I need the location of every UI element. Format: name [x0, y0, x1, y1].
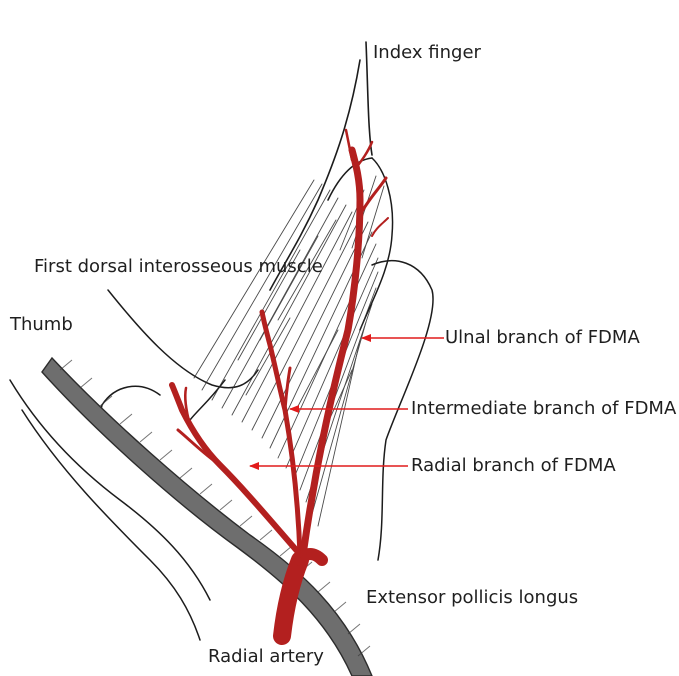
extensor-pollicis-longus-tendon	[42, 358, 372, 676]
muscle-outline	[108, 158, 433, 560]
label-first-dorsal-interosseous-muscle: First dorsal interosseous muscle	[34, 258, 323, 276]
label-radial-branch: Radial branch of FDMA	[411, 457, 616, 475]
label-thumb: Thumb	[10, 316, 73, 334]
label-intermediate-branch: Intermediate branch of FDMA	[411, 400, 676, 418]
label-index-finger: Index finger	[373, 44, 481, 62]
label-ulnal-branch: Ulnal branch of FDMA	[445, 329, 640, 347]
label-extensor-pollicis-longus: Extensor pollicis longus	[366, 589, 578, 607]
label-radial-artery: Radial artery	[208, 648, 324, 666]
muscle-hatching	[194, 176, 384, 526]
